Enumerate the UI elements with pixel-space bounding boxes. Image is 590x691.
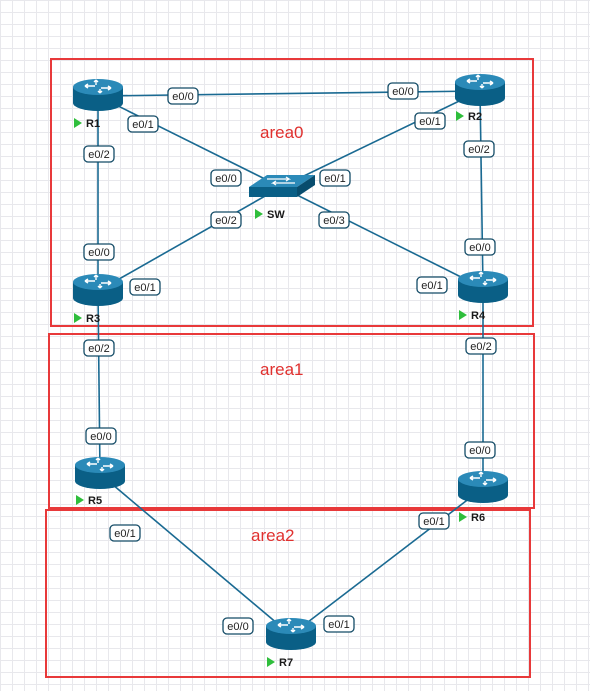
svg-text:e0/1: e0/1 <box>114 528 135 540</box>
status-play-icon <box>74 313 82 323</box>
interface-label-r6: e0/1 <box>418 512 450 530</box>
router-icon-r1[interactable]: R1 <box>73 79 123 130</box>
svg-text:e0/2: e0/2 <box>88 343 109 355</box>
area-box-area0 <box>50 58 534 327</box>
interface-label-r4: e0/0 <box>464 238 496 256</box>
router-icon-r6[interactable]: R6 <box>458 471 508 524</box>
device-name-r5: R5 <box>88 495 102 507</box>
area-label-area2: area2 <box>251 526 294 545</box>
svg-text:e0/0: e0/0 <box>88 247 109 259</box>
svg-text:e0/1: e0/1 <box>419 116 440 128</box>
router-icon-r5[interactable]: R5 <box>75 457 125 507</box>
status-play-icon <box>267 657 275 667</box>
svg-text:e0/0: e0/0 <box>215 173 236 185</box>
device-name-r3: R3 <box>86 313 100 325</box>
router-icon-r2[interactable]: R2 <box>455 74 505 123</box>
link-r5-r7 <box>99 473 292 636</box>
interface-label-r2: e0/1 <box>414 112 446 130</box>
link-r6-r7 <box>290 487 484 636</box>
svg-text:e0/0: e0/0 <box>90 431 111 443</box>
svg-text:e0/1: e0/1 <box>132 119 153 131</box>
svg-text:e0/0: e0/0 <box>392 86 413 98</box>
link-r1-r2 <box>97 90 481 97</box>
interface-label-r6: e0/0 <box>464 441 496 459</box>
area-label-area0: area0 <box>260 123 303 142</box>
router-icon-r4[interactable]: R4 <box>458 271 508 322</box>
svg-text:e0/2: e0/2 <box>88 149 109 161</box>
router-icon-r7[interactable]: R7 <box>266 618 316 669</box>
svg-text:e0/1: e0/1 <box>324 173 345 185</box>
link-r1-sw <box>97 95 282 188</box>
router-icon-r3[interactable]: R3 <box>73 274 123 325</box>
interface-label-r3: e0/1 <box>129 278 161 296</box>
svg-text:e0/1: e0/1 <box>328 619 349 631</box>
link-r4-sw <box>280 186 484 289</box>
svg-text:e0/0: e0/0 <box>172 91 193 103</box>
interface-label-sw: e0/2 <box>210 211 242 229</box>
switch-icon-sw[interactable]: SW <box>249 175 315 221</box>
interface-label-r7: e0/0 <box>222 617 254 635</box>
interface-label-r3: e0/2 <box>83 339 115 357</box>
svg-text:e0/0: e0/0 <box>469 242 490 254</box>
interface-label-r2: e0/2 <box>463 140 495 158</box>
area-label-area1: area1 <box>260 360 303 379</box>
status-play-icon <box>76 495 84 505</box>
interface-label-r3: e0/0 <box>83 243 115 261</box>
status-play-icon <box>456 111 464 121</box>
link-r2-sw <box>280 90 481 188</box>
svg-text:e0/0: e0/0 <box>227 621 248 633</box>
interface-label-r1: e0/1 <box>127 115 159 133</box>
area-box-area1 <box>48 333 535 509</box>
link-r3-sw <box>97 186 282 292</box>
interface-label-sw: e0/1 <box>319 169 351 187</box>
device-name-sw: SW <box>267 209 285 221</box>
svg-text:e0/2: e0/2 <box>470 341 491 353</box>
device-name-r7: R7 <box>279 657 293 669</box>
svg-text:e0/2: e0/2 <box>215 215 236 227</box>
area-box-area2 <box>45 509 531 678</box>
interface-label-r7: e0/1 <box>323 615 355 633</box>
status-play-icon <box>255 209 263 219</box>
device-name-r2: R2 <box>468 111 482 123</box>
svg-text:e0/2: e0/2 <box>468 144 489 156</box>
device-name-r6: R6 <box>471 512 485 524</box>
status-play-icon <box>74 118 82 128</box>
interface-label-sw: e0/0 <box>210 169 242 187</box>
svg-text:e0/1: e0/1 <box>423 516 444 528</box>
interface-label-sw: e0/3 <box>318 211 350 229</box>
svg-text:e0/1: e0/1 <box>134 282 155 294</box>
svg-text:e0/0: e0/0 <box>469 445 490 457</box>
interface-label-r4: e0/1 <box>416 276 448 294</box>
device-name-r4: R4 <box>471 310 486 322</box>
interface-label-r4: e0/2 <box>465 337 497 355</box>
interface-label-r5: e0/0 <box>85 427 117 445</box>
device-name-r1: R1 <box>86 118 100 130</box>
status-play-icon <box>459 512 467 522</box>
interface-label-r1: e0/2 <box>83 145 115 163</box>
svg-text:e0/3: e0/3 <box>323 215 344 227</box>
svg-text:e0/1: e0/1 <box>421 280 442 292</box>
interface-label-r2: e0/0 <box>387 82 419 100</box>
status-play-icon <box>459 310 467 320</box>
interface-label-r5: e0/1 <box>109 524 141 542</box>
interface-label-r1: e0/0 <box>167 87 199 105</box>
